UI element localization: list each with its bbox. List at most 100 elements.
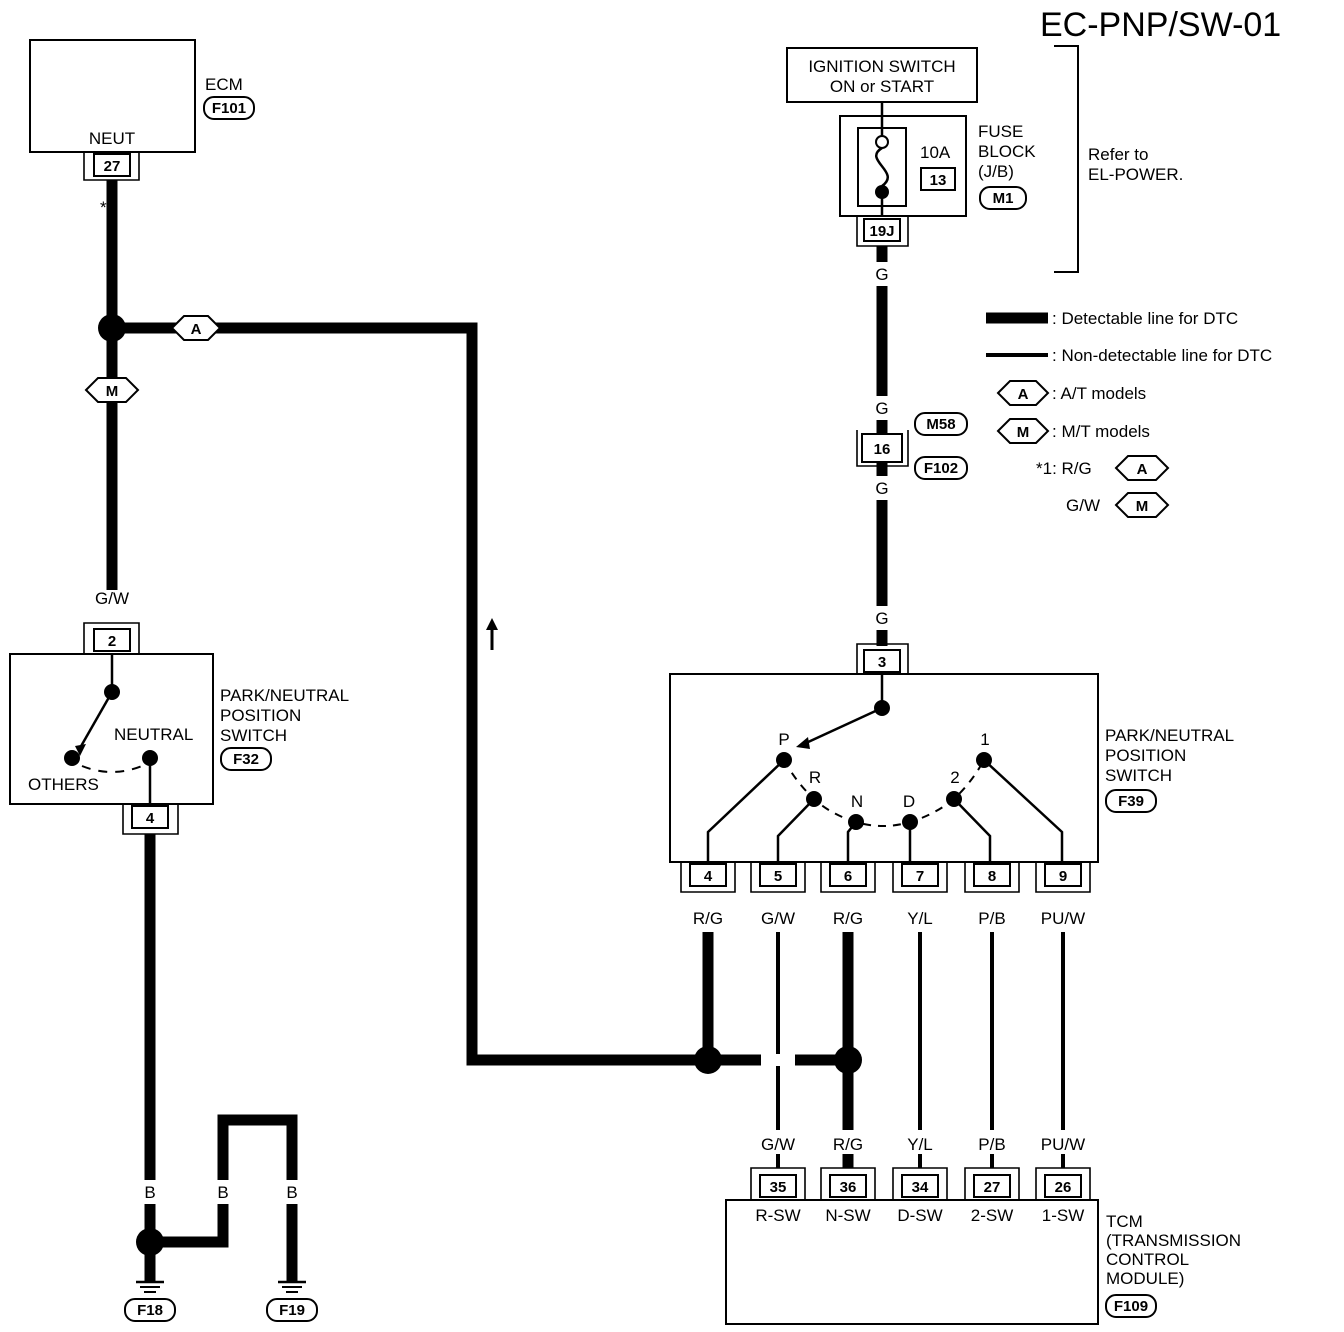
tcm-term-2sw: 2-SW (971, 1206, 1014, 1225)
at-pin-9: 9 (1035, 862, 1091, 893)
legend-note-mt-tag: M (1136, 498, 1149, 515)
fuse-name1: FUSE (978, 122, 1023, 141)
refer-line1: Refer to (1088, 145, 1148, 164)
refer-line2: EL-POWER. (1088, 165, 1183, 184)
at-wire-9: PU/W (1041, 909, 1085, 928)
mt-switch: NEUTRAL OTHERS (9, 653, 214, 805)
mt-switch-name3: SWITCH (220, 726, 287, 745)
svg-text:9: 9 (1059, 868, 1067, 885)
ground-f19: F19 (279, 1302, 305, 1319)
mt-tag: M (84, 377, 140, 403)
legend: : Detectable line for DTC : Non-detectab… (986, 309, 1272, 518)
ignition-line1: IGNITION SWITCH (808, 57, 955, 76)
mt-pos-others: OTHERS (28, 775, 99, 794)
mt-switch-connector: F32 (233, 751, 259, 768)
ground-symbol-1 (136, 1280, 164, 1293)
ecm-label: ECM (205, 75, 243, 94)
tcm-pin-36: 36 (820, 1167, 876, 1200)
ecm-terminal-name: NEUT (89, 129, 135, 148)
at-pin-4: 4 (680, 862, 736, 893)
legend-detectable: : Detectable line for DTC (1052, 309, 1238, 328)
ecm-connector: F101 (212, 100, 246, 117)
at-wire-8: P/B (978, 909, 1005, 928)
svg-text:7: 7 (916, 868, 924, 885)
tcm-name2: (TRANSMISSION (1106, 1231, 1241, 1250)
mt-pos-neutral: NEUTRAL (114, 725, 193, 744)
fuse-name2: BLOCK (978, 142, 1036, 161)
legend-note-at-tag: A (1137, 461, 1148, 478)
tcm-term-nsw: N-SW (825, 1206, 870, 1225)
ground-symbol-2 (278, 1280, 306, 1293)
at-pos-1: 1 (980, 730, 989, 749)
tcm-wire-35: G/W (761, 1135, 795, 1154)
at-wire-6: R/G (833, 909, 863, 928)
wire-g-3: G (875, 479, 888, 498)
fuse-name3: (J/B) (978, 162, 1014, 181)
tcm-wire-34: Y/L (907, 1135, 933, 1154)
ignition-switch: IGNITION SWITCH ON or START (786, 47, 978, 103)
direction-arrow (486, 618, 498, 650)
ecm-unit: ECM F101 NEUT 27 (29, 39, 255, 181)
relay-conn-bottom: F102 (924, 460, 958, 477)
tcm-term-rsw: R-SW (755, 1206, 800, 1225)
at-wire-5: G/W (761, 909, 795, 928)
svg-text:27: 27 (984, 1179, 1001, 1196)
fuse-amps: 10A (920, 143, 951, 162)
tcm-pin-34: 34 (892, 1167, 948, 1200)
relay-terminal: 16 (874, 441, 891, 458)
at-switch-connector: F39 (1118, 793, 1144, 810)
at-pos-r: R (809, 768, 821, 787)
tcm-pin-27: 27 (964, 1167, 1020, 1200)
tcm-pin-35: 35 (750, 1167, 806, 1200)
at-wire-4: R/G (693, 909, 723, 928)
mt-tag-label: M (106, 383, 119, 400)
svg-text:8: 8 (988, 868, 996, 885)
legend-mt-models: : M/T models (1052, 422, 1150, 441)
svg-text:6: 6 (844, 868, 852, 885)
ground-f18: F18 (137, 1302, 163, 1319)
mt-switch-name1: PARK/NEUTRAL (220, 686, 349, 705)
wire-g-4: G (875, 609, 888, 628)
ecm-pin: 27 (104, 158, 121, 175)
at-pos-d: D (903, 792, 915, 811)
legend-mt-tag: M (1017, 424, 1030, 441)
at-switch-pin-top: 3 (878, 654, 886, 671)
fuse-connector: M1 (993, 190, 1014, 207)
fuse-block: 10A 13 (839, 115, 967, 217)
gnd-wire-b1: B (144, 1183, 155, 1202)
legend-nondetectable: : Non-detectable line for DTC (1052, 346, 1272, 365)
tcm-wire-27: P/B (978, 1135, 1005, 1154)
fuse-number: 13 (930, 172, 947, 189)
tcm-connector: F109 (1114, 1298, 1148, 1315)
at-switch-name1: PARK/NEUTRAL (1105, 726, 1234, 745)
at-pin-5: 5 (750, 862, 806, 893)
at-pos-p: P (778, 730, 789, 749)
tcm-name3: CONTROL (1106, 1250, 1189, 1269)
legend-at-tag: A (1018, 386, 1029, 403)
svg-text:34: 34 (912, 1179, 929, 1196)
page-code: EC-PNP/SW-01 (1040, 6, 1281, 44)
legend-note-prefix: *1: R/G (1036, 459, 1092, 478)
at-pin-6: 6 (820, 862, 876, 893)
relay-conn-top: M58 (926, 416, 955, 433)
at-wire-7: Y/L (907, 909, 933, 928)
svg-text:35: 35 (770, 1179, 787, 1196)
svg-text:5: 5 (774, 868, 782, 885)
at-switch: P R N D 2 1 (669, 673, 1099, 863)
at-pin-8: 8 (964, 862, 1020, 893)
at-pin-7: 7 (892, 862, 948, 893)
tcm-wire-36: R/G (833, 1135, 863, 1154)
at-pos-n: N (851, 792, 863, 811)
mt-switch-name2: POSITION (220, 706, 301, 725)
tcm-unit: R-SW N-SW D-SW 2-SW 1-SW (725, 1199, 1099, 1325)
fuse-terminal: 19J (869, 223, 894, 240)
at-tag-label: A (191, 321, 202, 338)
mt-switch-pin-bottom: 4 (146, 810, 155, 827)
ignition-line2: ON or START (830, 77, 934, 96)
legend-note-mt: G/W (1066, 496, 1100, 515)
svg-text:4: 4 (704, 868, 713, 885)
svg-text:36: 36 (840, 1179, 857, 1196)
legend-at-models: : A/T models (1052, 384, 1146, 403)
tcm-wire-26: PU/W (1041, 1135, 1085, 1154)
